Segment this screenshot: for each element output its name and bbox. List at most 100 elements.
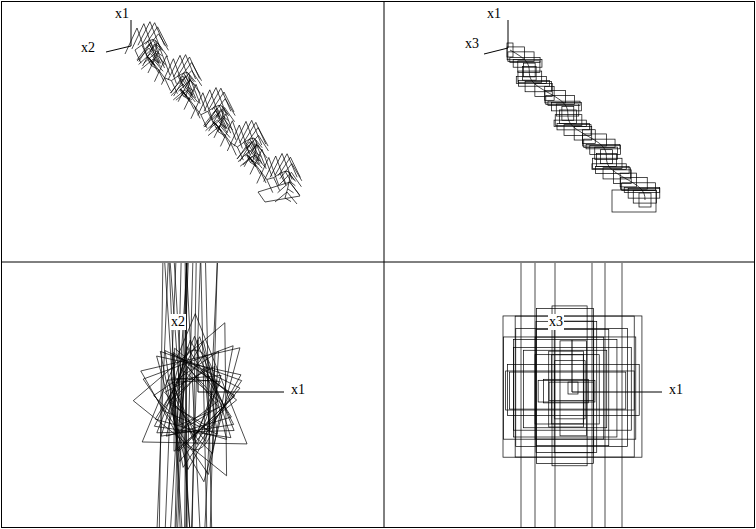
trajectory-stroke [510,57,540,62]
trajectory-stroke [528,63,529,66]
trajectory-stroke [278,182,300,195]
trajectory-stroke [536,329,609,445]
trajectory-stroke [250,157,256,167]
trajectory-stroke [555,361,585,419]
trajectory-stroke [622,263,623,527]
trajectory-stroke [205,108,227,129]
trajectory-stroke [164,78,170,91]
trajectory-stroke [185,263,187,527]
trajectory-stroke [535,263,536,527]
trajectory-stroke [267,178,274,180]
trajectory-stroke [206,263,212,527]
trajectory-stroke [157,356,241,470]
trajectory-stroke [546,96,575,105]
trajectory-stroke [606,153,607,156]
trajectory-stroke [537,309,594,464]
trajectory-stroke [592,263,593,527]
trajectory-stroke [224,134,230,143]
trajectory-stroke [538,87,543,90]
trajectory-stroke [260,170,266,183]
axis-label: x3 [548,314,564,330]
trajectory-stroke [549,382,593,400]
trajectory-stroke [219,127,225,138]
trajectory-stroke [224,134,230,146]
trajectory-stroke [535,355,599,424]
trajectory-stroke [158,69,164,81]
trajectory-stroke [258,182,300,202]
trajectory-stroke [555,97,560,100]
axis-label: x2 [170,314,186,330]
trajectory-stroke [159,263,163,527]
trajectory-stroke [562,106,574,120]
trajectory-stroke [566,107,567,110]
trajectory-stroke [549,351,584,427]
trajectory-stroke [184,92,189,98]
trajectory-stroke [516,328,628,446]
trajectory-stroke [149,58,153,62]
trajectory-stroke [582,130,595,144]
trajectory-stroke [606,160,608,163]
trajectory-stroke [595,140,600,143]
trajectory-stroke [523,67,537,81]
trajectory-stroke [290,175,296,182]
trajectory-stroke [135,45,142,50]
trajectory-stroke [280,164,302,181]
trajectory-stroke [584,139,615,147]
trajectory-stroke [596,153,616,166]
trajectory-stroke [240,141,262,163]
trajectory-stroke [508,52,534,62]
trajectory-stroke [560,110,577,123]
trajectory-stroke [536,321,597,452]
trajectory-stroke [186,263,200,527]
trajectory-stroke [176,263,187,527]
trajectory-stroke [237,142,244,147]
trajectory-stroke [516,53,521,56]
trajectory-stroke [211,118,233,131]
trajectory-stroke [157,263,168,527]
trajectory-stroke [507,365,639,416]
trajectory-stroke [213,99,235,116]
trajectory-stroke [164,78,171,81]
trajectory-stroke [605,150,607,153]
trajectory-stroke [530,77,531,80]
trajectory-stroke [178,263,189,527]
trajectory-stroke [589,137,595,140]
trajectory-stroke [634,183,639,186]
trajectory-stroke [617,173,623,176]
trajectory-stroke [205,263,217,527]
trajectory-stroke [521,263,522,527]
trajectory-stroke [535,83,552,96]
trajectory-stroke [175,263,181,527]
trajectory-stroke [174,76,196,98]
trajectory-stroke [219,127,224,134]
trajectory-stroke [644,197,645,200]
trajectory-stroke [135,50,141,63]
trajectory-stroke [549,93,555,96]
trajectory-stroke [605,263,606,527]
axis-label: x1 [486,6,502,22]
trajectory-stroke [523,350,606,427]
trajectory-stroke [514,340,617,437]
trajectory-stroke [554,321,594,453]
trajectory-stroke [504,337,636,439]
trajectory-stroke [215,123,219,127]
trajectory-stroke [153,62,158,69]
trajectory-stroke [529,70,530,73]
trajectory-stroke [285,171,291,181]
trajectory-stroke [560,100,564,103]
trajectory-stroke [174,263,189,527]
trajectory-stroke [516,76,546,83]
trajectory-stroke [523,63,535,77]
trajectory-stroke [244,122,266,144]
trajectory-stroke [230,142,236,155]
trajectory-stroke [551,355,583,424]
trajectory-stroke [599,143,603,146]
trajectory-stroke [275,192,297,204]
trajectory-stroke [201,111,208,114]
trajectory-stroke [178,57,200,78]
trajectory-stroke [567,117,569,120]
trajectory-stroke [633,190,656,203]
trajectory-stroke [201,263,207,527]
trajectory-stroke [609,167,612,170]
